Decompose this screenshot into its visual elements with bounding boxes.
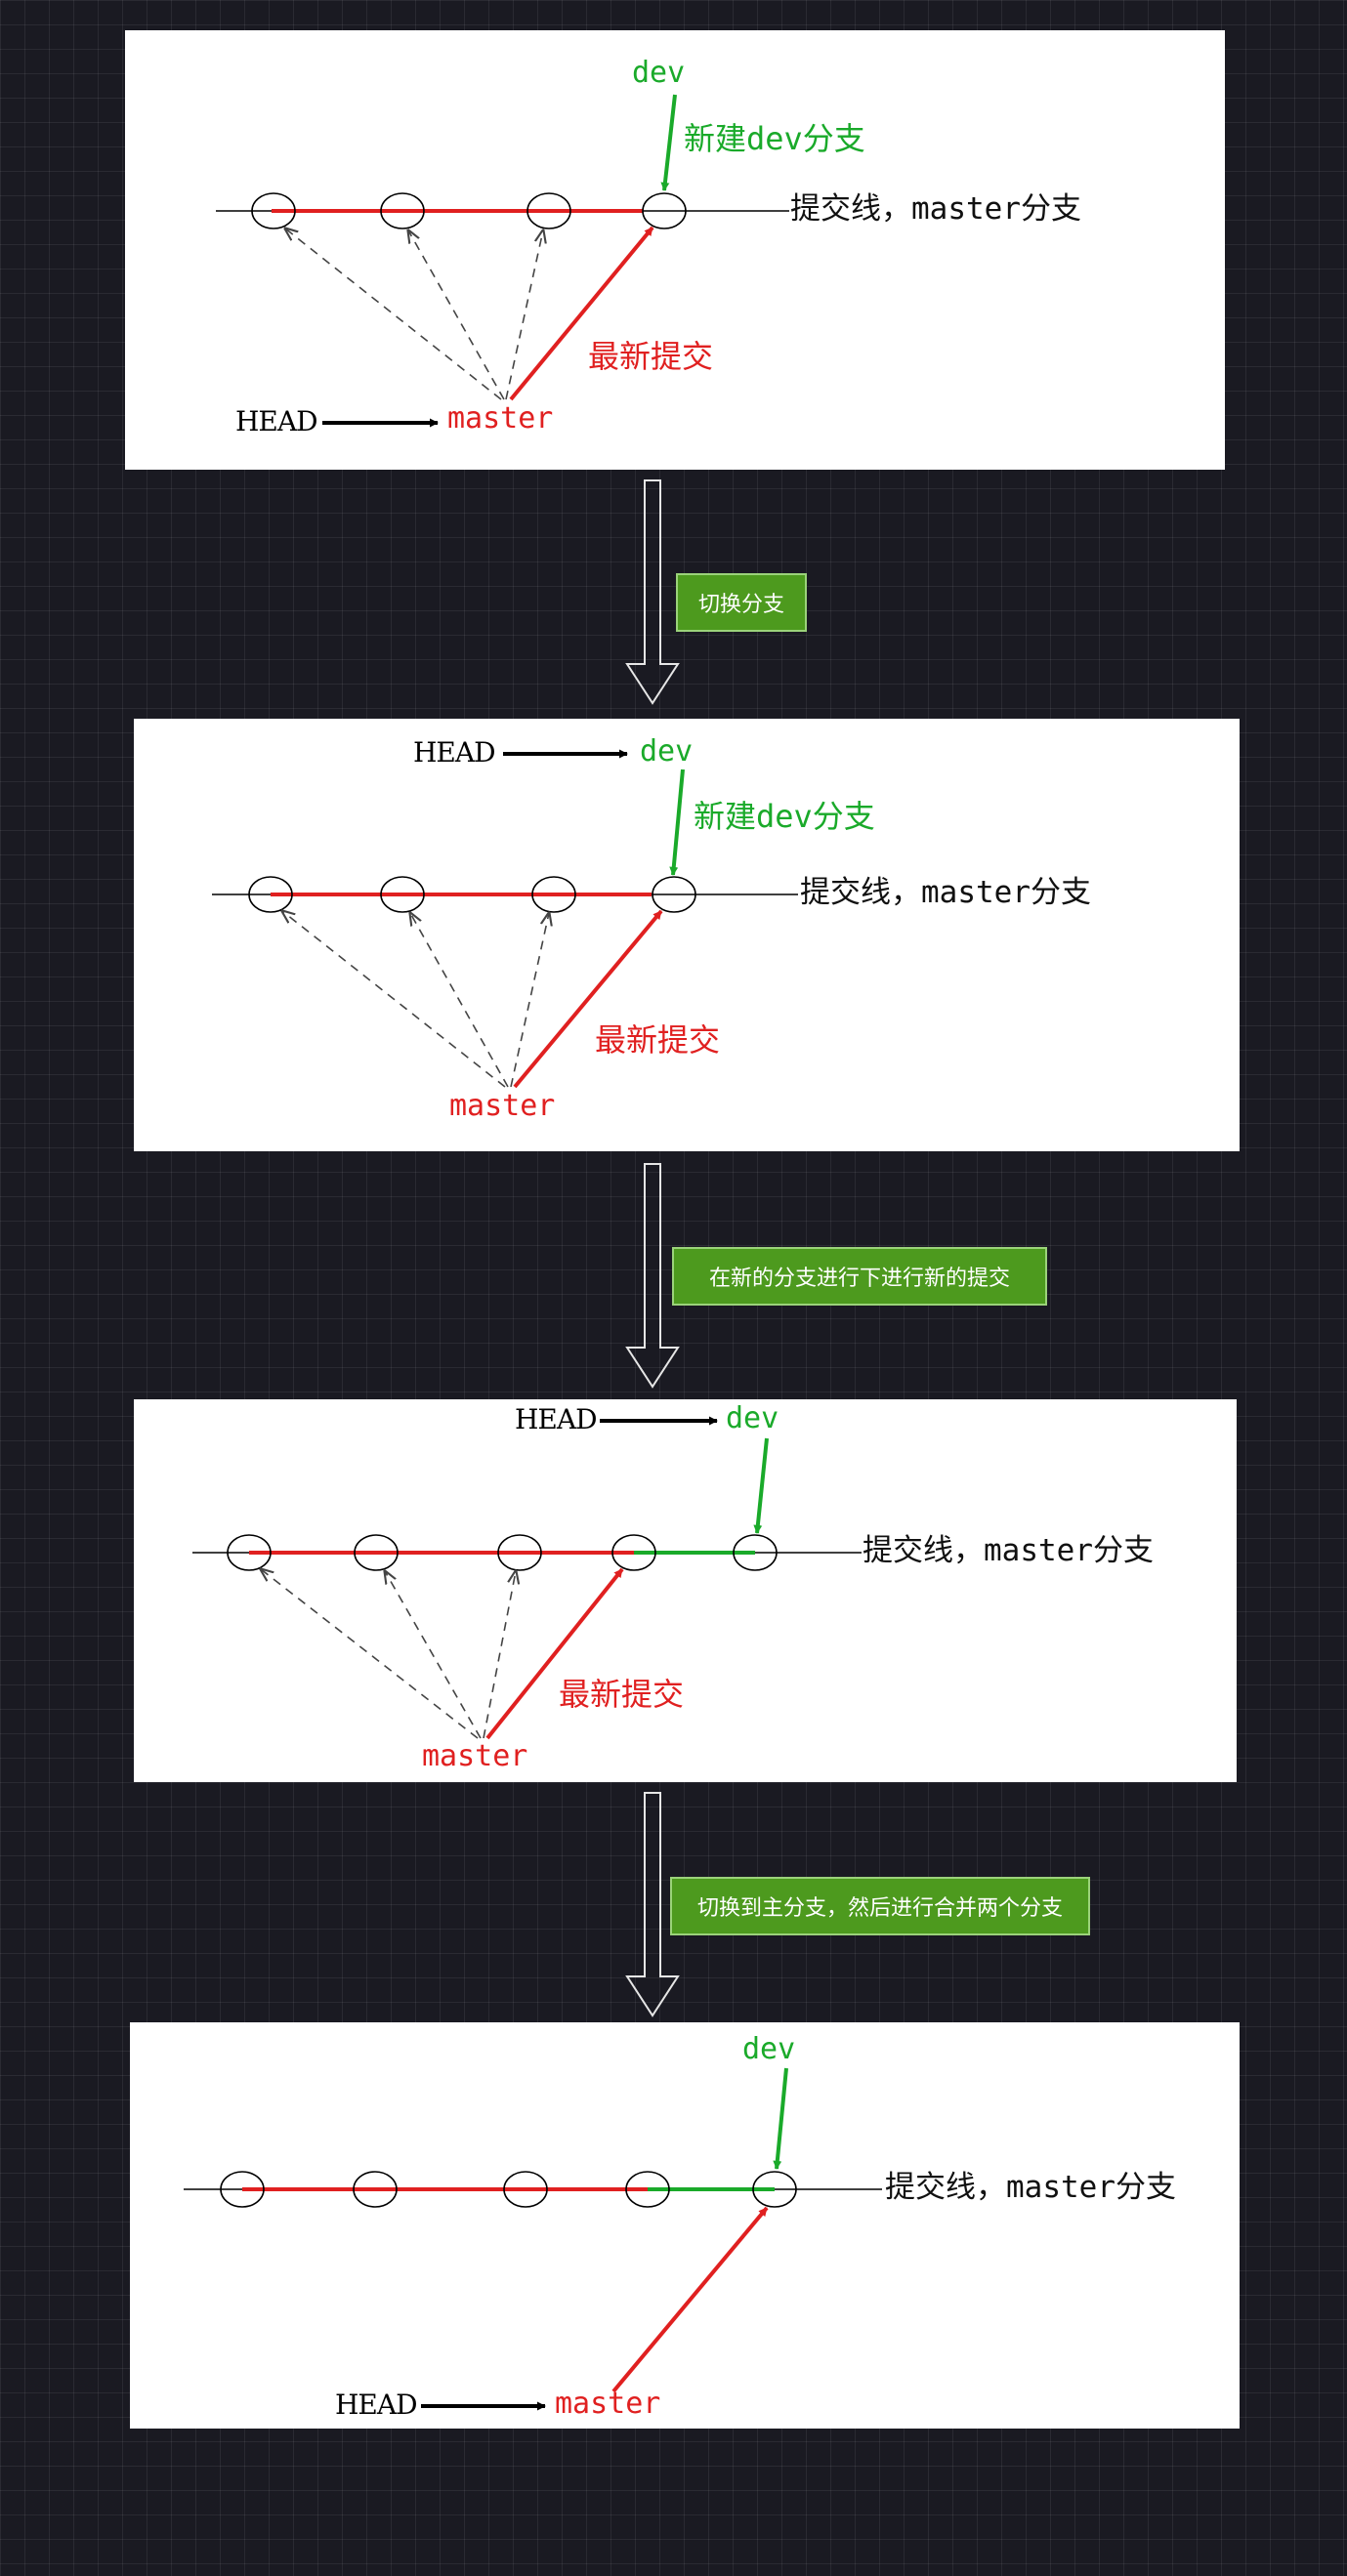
commit-node xyxy=(625,2171,670,2208)
latest-commit-label: 最新提交 xyxy=(588,338,714,375)
commit-node xyxy=(380,876,425,913)
hollow-down-arrow-icon xyxy=(625,479,680,705)
hollow-down-arrow-icon xyxy=(625,1792,680,2017)
commit-graph-1 xyxy=(216,94,789,428)
commit-node xyxy=(752,2171,797,2208)
new-dev-branch-label: 新建dev分支 xyxy=(694,798,875,835)
commit-node xyxy=(227,1534,272,1571)
commit-node xyxy=(652,876,696,913)
head-label: HEAD xyxy=(515,1403,598,1435)
commit-node xyxy=(380,192,425,229)
commit-line-label: 提交线，master分支 xyxy=(863,1533,1154,1568)
master-label: master xyxy=(447,401,554,436)
history-pointer xyxy=(261,1569,479,1739)
commit-line-label: 提交线，master分支 xyxy=(885,2170,1176,2205)
hollow-down-arrow-icon xyxy=(625,1163,680,1389)
commit-node xyxy=(733,1534,778,1571)
dev-label: dev xyxy=(632,56,686,90)
commit-node xyxy=(526,192,571,229)
head-label: HEAD xyxy=(235,405,318,437)
dev-arrow xyxy=(660,94,677,191)
commit-node xyxy=(503,2171,548,2208)
dev-arrow xyxy=(669,769,685,876)
history-pointer xyxy=(505,230,543,400)
commit-line-label: 提交线，master分支 xyxy=(790,191,1081,227)
diagram-panel-1: dev 新建dev分支 提交线，master分支 最新提交 HEAD maste… xyxy=(125,30,1225,470)
history-pointer xyxy=(510,913,549,1088)
commit-node xyxy=(642,192,687,229)
step-box-1: 切换分支 xyxy=(676,573,807,632)
diagram-panel-4: dev 提交线，master分支 HEAD master xyxy=(130,2022,1240,2429)
commit-node xyxy=(611,1534,656,1571)
dev-arrow xyxy=(773,2067,788,2170)
commit-graph-2 xyxy=(212,749,798,1089)
history-pointer xyxy=(410,913,509,1088)
commit-node xyxy=(531,876,576,913)
commit-line-label: 提交线，master分支 xyxy=(800,875,1091,910)
latest-commit-arrow xyxy=(513,909,663,1089)
dev-label: dev xyxy=(726,1401,779,1435)
commit-graph-4 xyxy=(184,2067,882,2411)
latest-commit-arrow xyxy=(611,2206,769,2393)
latest-commit-label: 最新提交 xyxy=(595,1021,721,1059)
commit-node xyxy=(248,876,293,913)
history-pointer xyxy=(285,229,502,400)
latest-commit-label: 最新提交 xyxy=(559,1676,685,1713)
history-pointer xyxy=(282,911,506,1088)
step-box-2: 在新的分支进行下进行新的提交 xyxy=(672,1247,1047,1306)
dev-label: dev xyxy=(742,2032,796,2066)
dev-label: dev xyxy=(640,734,694,769)
commit-node xyxy=(251,192,296,229)
history-pointer xyxy=(408,230,505,400)
diagram-panel-3: HEAD dev 提交线，master分支 最新提交 master xyxy=(134,1399,1237,1782)
commit-node xyxy=(354,1534,399,1571)
commit-node xyxy=(353,2171,398,2208)
master-label: master xyxy=(449,1089,556,1123)
step-box-3: 切换到主分支，然后进行合并两个分支 xyxy=(670,1877,1090,1935)
head-label: HEAD xyxy=(413,736,496,769)
commit-graph-3 xyxy=(192,1416,862,1740)
head-label: HEAD xyxy=(335,2389,418,2421)
latest-commit-arrow xyxy=(509,226,654,401)
latest-commit-arrow xyxy=(485,1567,624,1740)
master-label: master xyxy=(555,2387,661,2421)
history-pointer xyxy=(385,1571,482,1739)
new-dev-branch-label: 新建dev分支 xyxy=(684,120,865,157)
dev-arrow xyxy=(753,1437,769,1534)
commit-node xyxy=(220,2171,265,2208)
master-label: master xyxy=(422,1739,528,1773)
history-pointer xyxy=(483,1571,516,1739)
diagram-panel-2: HEAD dev 新建dev分支 提交线，master分支 最新提交 maste… xyxy=(134,719,1240,1151)
